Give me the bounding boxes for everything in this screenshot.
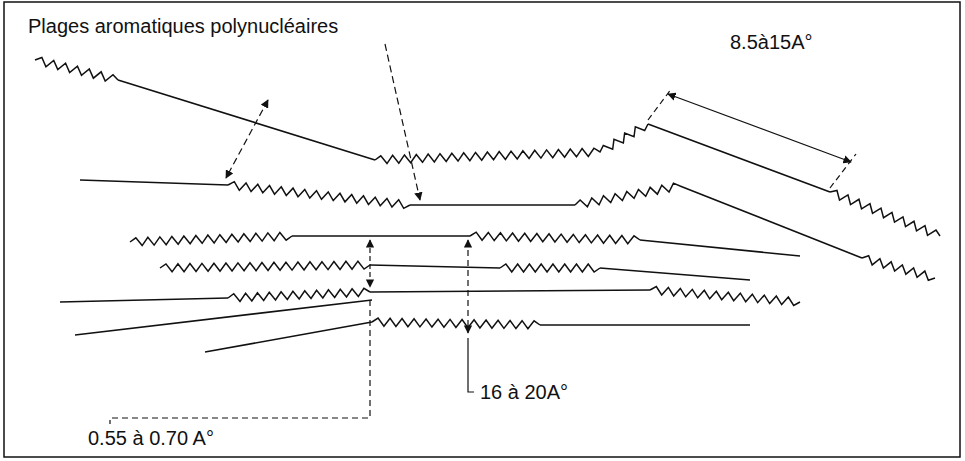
dimension-spacing: [110, 240, 370, 424]
aliphatic-chain: [375, 124, 648, 164]
sheet-line: [648, 124, 830, 192]
sheet-line: [292, 235, 470, 237]
aliphatic-chains: [35, 58, 940, 329]
sheet-line: [370, 290, 650, 292]
dimension-arrow: [668, 94, 851, 162]
sheet-line: [410, 204, 575, 206]
aliphatic-chain: [830, 190, 940, 236]
aliphatic-chain: [228, 182, 410, 209]
aromatic-sheets: [60, 80, 862, 352]
dimension-length: [648, 88, 856, 188]
dimension-label: 16 à 20A°: [478, 380, 570, 404]
dimension-label: 0.55 à 0.70 A°: [86, 426, 216, 450]
sheet-line: [205, 322, 372, 352]
aliphatic-chain: [862, 256, 935, 281]
aliphatic-chain: [650, 286, 800, 305]
dimension-height: [468, 240, 474, 392]
aliphatic-chain: [500, 264, 600, 272]
extension-line: [648, 88, 672, 120]
dimension-label: 8.5à15A°: [728, 30, 815, 54]
aliphatic-chain: [160, 261, 370, 272]
dimension-arrow: [369, 240, 370, 287]
aliphatic-chain: [130, 232, 292, 245]
sheet-line: [370, 265, 500, 268]
leader-line: [110, 300, 370, 424]
dimension-arrow: [467, 240, 468, 333]
sheet-line: [540, 324, 750, 326]
sheet-line: [118, 80, 375, 160]
aliphatic-chain: [575, 183, 680, 207]
aliphatic-chain: [228, 288, 370, 301]
leader-line: [385, 44, 420, 200]
leader-line: [468, 338, 474, 392]
leader-line: [226, 100, 268, 178]
aliphatic-chain: [372, 318, 540, 329]
aliphatic-chain: [470, 232, 640, 244]
leader-lines: [226, 44, 420, 200]
aliphatic-chain: [35, 58, 118, 81]
region-label: Plages aromatiques polynucléaires: [26, 14, 340, 38]
sheet-line: [640, 240, 800, 256]
sheet-line: [60, 298, 228, 302]
sheet-line: [600, 268, 750, 280]
frame: [4, 2, 960, 457]
sheet-line: [80, 180, 228, 185]
